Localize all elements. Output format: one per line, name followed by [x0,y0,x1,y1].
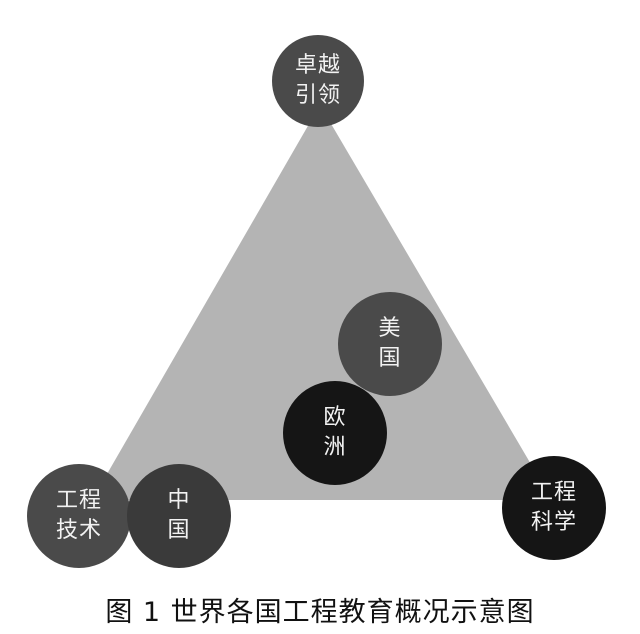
vertex-label-line1: 卓越 [294,53,341,78]
country-label-line2: 国 [378,346,402,371]
country-label-line2: 国 [167,518,191,543]
vertex-label-line1: 工程 [530,480,577,505]
vertex-engineering-science: 工程 科学 [502,456,606,560]
country-europe: 欧 洲 [283,381,387,485]
vertex-label-line2: 技术 [55,518,102,543]
vertex-excellence-lead: 卓越 引领 [272,35,364,127]
country-label-line1: 中 [167,488,191,513]
vertex-label-line1: 工程 [55,488,102,513]
country-usa: 美 国 [338,292,442,396]
country-label-line1: 美 [378,316,402,341]
vertex-label-line2: 科学 [530,510,577,535]
country-label-line1: 欧 [323,405,347,430]
vertex-label-line2: 引领 [294,83,341,108]
country-label-line2: 洲 [323,435,347,460]
country-china: 中 国 [127,464,231,568]
vertex-engineering-technology: 工程 技术 [27,464,131,568]
figure-caption: 图 1 世界各国工程教育概况示意图 [105,597,535,628]
